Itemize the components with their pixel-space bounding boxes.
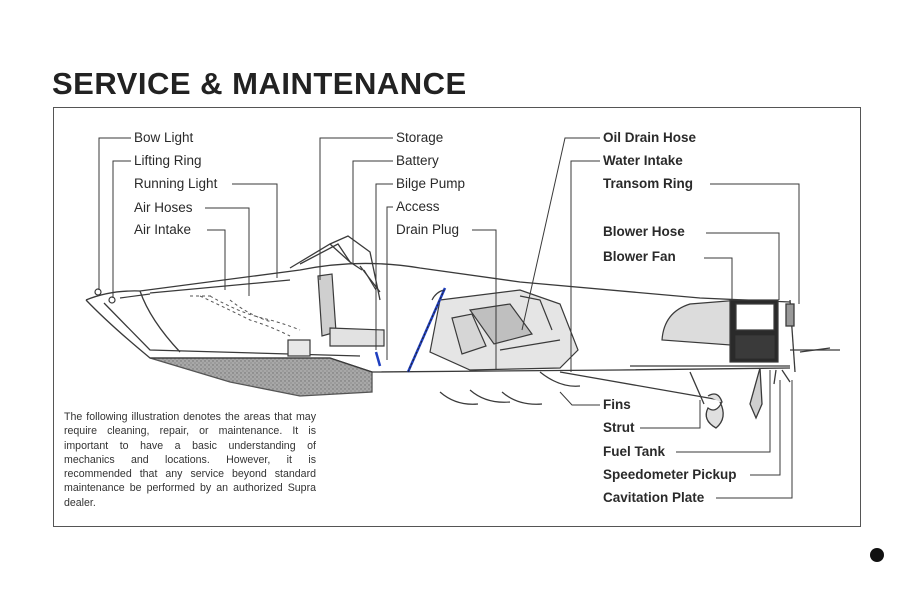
leader-lines bbox=[98, 137, 800, 499]
rudder-drawing bbox=[749, 367, 763, 420]
strut-drawing bbox=[689, 371, 705, 405]
bow-fittings bbox=[94, 288, 151, 304]
hull bbox=[85, 262, 796, 397]
label-strut: Strut bbox=[603, 420, 635, 435]
helm-seat bbox=[287, 269, 385, 357]
windshield bbox=[289, 235, 381, 301]
hull-keel-line bbox=[85, 299, 791, 373]
page-title: SERVICE & MAINTENANCE bbox=[52, 66, 467, 101]
label-speedometer-pickup: Speedometer Pickup bbox=[603, 467, 737, 482]
diagram-frame bbox=[53, 107, 861, 527]
label-fins: Fins bbox=[603, 397, 631, 412]
label-air-intake: Air Intake bbox=[134, 222, 192, 237]
hull-bottom-shading bbox=[149, 357, 373, 397]
label-transom-ring: Transom Ring bbox=[603, 176, 694, 191]
label-running-light: Running Light bbox=[134, 176, 218, 191]
label-bilge-pump: Bilge Pump bbox=[396, 176, 466, 191]
running-gear bbox=[559, 367, 791, 429]
page-marker-dot bbox=[870, 548, 884, 562]
fins-drawing bbox=[439, 371, 581, 405]
label-battery: Battery bbox=[396, 153, 439, 168]
label-cavitation-plate: Cavitation Plate bbox=[603, 490, 705, 505]
label-fuel-tank: Fuel Tank bbox=[603, 444, 666, 459]
label-storage: Storage bbox=[396, 130, 444, 145]
propeller-drawing bbox=[705, 393, 724, 429]
prop-shaft bbox=[559, 371, 721, 401]
engine bbox=[429, 289, 579, 371]
maintenance-note: The following illustration denotes the a… bbox=[64, 411, 316, 509]
label-blower-fan: Blower Fan bbox=[603, 249, 676, 264]
label-lifting-ring: Lifting Ring bbox=[134, 153, 202, 168]
label-water-intake: Water Intake bbox=[603, 153, 683, 168]
label-oil-drain-hose: Oil Drain Hose bbox=[603, 130, 697, 145]
swim-platform bbox=[785, 303, 840, 353]
label-air-hoses: Air Hoses bbox=[134, 200, 193, 215]
label-bow-light: Bow Light bbox=[134, 130, 194, 145]
label-drain-plug: Drain Plug bbox=[396, 222, 460, 237]
label-blower-hose: Blower Hose bbox=[603, 224, 685, 239]
label-access: Access bbox=[396, 199, 440, 214]
rear-seat bbox=[661, 299, 779, 363]
air-hoses bbox=[190, 295, 301, 337]
